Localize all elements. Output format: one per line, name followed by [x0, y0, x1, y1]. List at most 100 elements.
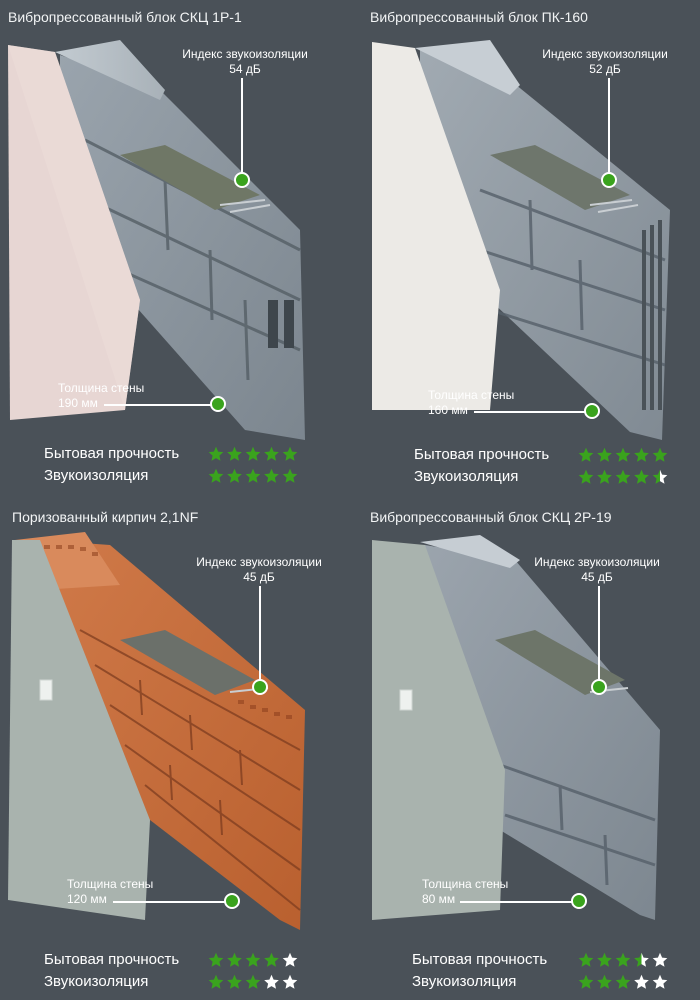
rating-sound-stars: [208, 974, 300, 990]
wall-illustration: [8, 532, 305, 930]
rating-sound-label: Звукоизоляция: [44, 467, 149, 484]
rating-sound-stars: [578, 974, 670, 990]
star-icon: [227, 446, 242, 461]
rating-strength-stars: [578, 952, 670, 968]
panel-title: Вибропрессованный блок ПК-160: [370, 9, 588, 25]
rating-strength-label: Бытовая прочность: [44, 951, 180, 968]
star-icon: [282, 468, 298, 483]
rating-strength-row: Бытовая прочность: [414, 446, 549, 463]
rating-sound-row: Звукоизоляция: [44, 467, 148, 484]
star-icon: [227, 952, 242, 967]
thickness-marker: [210, 396, 226, 412]
rating-strength-row: Бытовая прочность: [44, 951, 179, 968]
star-icon: [652, 469, 668, 484]
star-icon: [282, 446, 298, 461]
star-rating: [208, 974, 298, 989]
star-icon: [634, 469, 649, 484]
panel-title: Вибропрессованный блок СКЦ 1Р-1: [8, 9, 242, 25]
thickness-leader-line: [460, 901, 574, 903]
sound-index-marker: [601, 172, 617, 188]
sound-index-leader-line: [259, 586, 261, 681]
sound-index-leader-line: [598, 586, 600, 681]
star-icon: [597, 469, 612, 484]
thickness-label: Толщина стены 80 мм: [422, 877, 509, 906]
star-icon: [652, 447, 668, 462]
star-icon: [615, 974, 631, 989]
star-icon: [652, 974, 668, 989]
wall-illustration: [8, 40, 305, 440]
star-rating: [578, 469, 668, 484]
star-rating: [578, 447, 668, 462]
star-icon: [208, 468, 224, 483]
star-icon: [578, 974, 594, 989]
star-icon: [264, 952, 279, 967]
star-icon: [615, 469, 631, 484]
star-icon: [578, 469, 594, 484]
star-rating: [578, 952, 668, 967]
panel-title: Вибропрессованный блок СКЦ 2Р-19: [370, 509, 612, 525]
star-icon: [208, 974, 224, 989]
wall-illustration: [372, 535, 660, 920]
thickness-label: Толщина стены 190 мм: [58, 381, 145, 410]
star-icon: [208, 952, 224, 967]
thickness-label: Толщина стены 160 мм: [428, 388, 515, 417]
star-icon: [264, 468, 279, 483]
thickness-marker: [224, 893, 240, 909]
star-icon: [264, 974, 279, 989]
star-rating: [208, 952, 298, 967]
sound-index-label: Индекс звукоизоляции 52 дБ: [542, 47, 668, 76]
star-icon: [282, 952, 298, 967]
star-icon: [208, 446, 224, 461]
star-rating: [208, 446, 298, 461]
rating-strength-stars: [578, 447, 670, 463]
star-icon: [597, 447, 612, 462]
rating-strength-label: Бытовая прочность: [412, 951, 548, 968]
star-icon: [634, 952, 649, 967]
star-icon: [227, 468, 242, 483]
rating-strength-stars: [208, 952, 300, 968]
thickness-marker: [571, 893, 587, 909]
sound-index-marker: [252, 679, 268, 695]
thickness-marker: [584, 403, 600, 419]
sound-index-leader-line: [608, 78, 610, 174]
star-icon: [245, 468, 261, 483]
rating-strength-row: Бытовая прочность: [44, 445, 179, 462]
panel-block-pk-160: Вибропрессованный блок ПК-160 Индекс зву…: [350, 0, 700, 500]
star-icon: [245, 952, 261, 967]
thickness-leader-line: [474, 411, 586, 413]
rating-sound-label: Звукоизоляция: [44, 973, 149, 990]
star-icon: [264, 446, 279, 461]
sound-index-label: Индекс звукоизоляции 45 дБ: [196, 555, 322, 584]
star-icon: [282, 974, 298, 989]
wall-illustration: [372, 40, 670, 440]
thickness-label: Толщина стены 120 мм: [67, 877, 154, 906]
rating-sound-row: Звукоизоляция: [412, 973, 516, 990]
rating-sound-row: Звукоизоляция: [44, 973, 148, 990]
rating-sound-label: Звукоизоляция: [414, 468, 519, 485]
rating-sound-label: Звукоизоляция: [412, 973, 517, 990]
thickness-leader-line: [104, 404, 212, 406]
rating-sound-stars: [208, 468, 300, 484]
star-icon: [634, 447, 649, 462]
star-icon: [245, 974, 261, 989]
panel-title: Поризованный кирпич 2,1NF: [12, 509, 199, 525]
star-icon: [227, 974, 242, 989]
rating-sound-stars: [578, 469, 670, 485]
rating-strength-stars: [208, 446, 300, 462]
thickness-leader-line: [113, 901, 227, 903]
sound-index-marker: [234, 172, 250, 188]
star-rating: [578, 974, 668, 989]
star-icon: [597, 952, 612, 967]
rating-strength-row: Бытовая прочность: [412, 951, 547, 968]
sound-index-leader-line: [241, 78, 243, 174]
star-icon: [615, 447, 631, 462]
star-icon: [578, 447, 594, 462]
panel-porous-brick-2-1nf: Поризованный кирпич 2,1NF Индекс звукоиз…: [0, 500, 350, 1000]
sound-index-label: Индекс звукоизоляции 45 дБ: [534, 555, 660, 584]
star-icon: [597, 974, 612, 989]
star-icon: [615, 952, 631, 967]
star-icon: [634, 974, 649, 989]
rating-strength-label: Бытовая прочность: [44, 445, 180, 462]
sound-index-marker: [591, 679, 607, 695]
star-icon: [578, 952, 594, 967]
